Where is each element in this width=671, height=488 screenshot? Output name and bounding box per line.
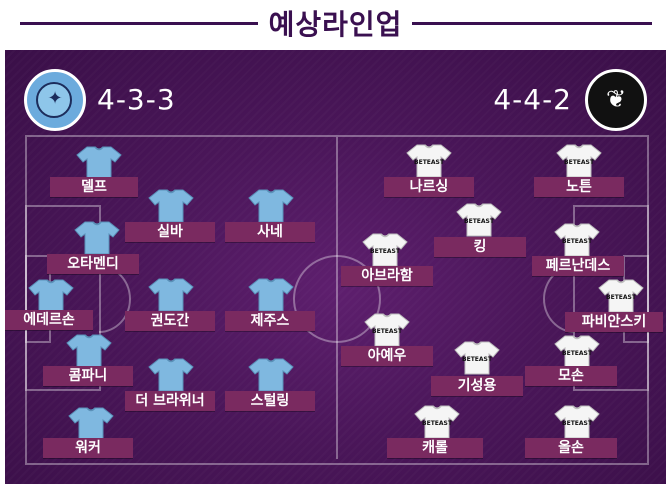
home-player-name: 에데르손 bbox=[5, 310, 93, 330]
page-title: 예상라인업 bbox=[268, 8, 403, 41]
svg-text:BETEAST: BETEAST bbox=[422, 420, 453, 427]
away-player-name: 캐롤 bbox=[387, 438, 483, 458]
player-kit-shirt-icon bbox=[67, 406, 115, 442]
home-player-name: 제주스 bbox=[225, 311, 315, 331]
player-kit-shirt-icon: BETEAST bbox=[555, 143, 603, 179]
away-player-name: 아예우 bbox=[341, 346, 433, 366]
svg-text:BETEAST: BETEAST bbox=[606, 294, 637, 301]
home-player-name: 워커 bbox=[43, 438, 133, 458]
away-player-name: 아브라함 bbox=[341, 266, 433, 286]
player-kit-shirt-icon: BETEAST bbox=[453, 340, 501, 376]
player-kit-shirt-icon: BETEAST bbox=[597, 278, 645, 314]
svg-text:BETEAST: BETEAST bbox=[462, 356, 493, 363]
away-player-name: 노튼 bbox=[534, 177, 624, 197]
away-formation: 4-4-2 bbox=[493, 83, 572, 116]
away-player-name: 킹 bbox=[434, 237, 526, 257]
away-player-name: 파비안스키 bbox=[565, 312, 663, 332]
player-kit-shirt-icon: BETEAST bbox=[413, 404, 461, 440]
player-kit-shirt-icon: BETEAST bbox=[363, 312, 411, 348]
player-kit-shirt-icon bbox=[73, 220, 121, 256]
home-player-name: 콤파니 bbox=[43, 366, 133, 386]
player-kit-shirt-icon bbox=[247, 188, 295, 224]
player-kit-shirt-icon: BETEAST bbox=[405, 143, 453, 179]
away-player-name: 기성용 bbox=[431, 376, 523, 396]
home-player-name: 스털링 bbox=[225, 391, 315, 411]
home-player-name: 실바 bbox=[125, 222, 215, 242]
player-kit-shirt-icon bbox=[147, 188, 195, 224]
home-player-name: 권도간 bbox=[125, 311, 215, 331]
player-kit-shirt-icon bbox=[147, 277, 195, 313]
player-kit-shirt-icon: BETEAST bbox=[553, 404, 601, 440]
home-player-name: 사네 bbox=[225, 222, 315, 242]
away-player-name: 나르싱 bbox=[384, 177, 474, 197]
home-player-name: 오타멘디 bbox=[47, 254, 139, 274]
player-kit-shirt-icon bbox=[247, 357, 295, 393]
player-kit-shirt-icon bbox=[27, 278, 75, 314]
svg-text:BETEAST: BETEAST bbox=[562, 350, 593, 357]
player-kit-shirt-icon bbox=[65, 333, 113, 369]
swansea-city-crest-icon: ❦ bbox=[585, 69, 647, 131]
manchester-city-crest-icon: ✦ bbox=[24, 69, 86, 131]
away-player-name: 페르난데스 bbox=[532, 256, 624, 276]
player-kit-shirt-icon: BETEAST bbox=[553, 334, 601, 370]
player-kit-shirt-icon: BETEAST bbox=[361, 232, 409, 268]
away-player-name: 모손 bbox=[525, 366, 617, 386]
header: 예상라인업 bbox=[0, 0, 671, 48]
svg-text:BETEAST: BETEAST bbox=[464, 218, 495, 225]
svg-text:BETEAST: BETEAST bbox=[562, 420, 593, 427]
player-kit-shirt-icon bbox=[247, 277, 295, 313]
home-formation: 4-3-3 bbox=[97, 83, 176, 116]
svg-text:BETEAST: BETEAST bbox=[564, 159, 595, 166]
svg-text:BETEAST: BETEAST bbox=[562, 238, 593, 245]
svg-text:BETEAST: BETEAST bbox=[372, 328, 403, 335]
player-kit-shirt-icon bbox=[147, 357, 195, 393]
player-kit-shirt-icon: BETEAST bbox=[553, 222, 601, 258]
header-line-right bbox=[412, 22, 652, 25]
player-kit-shirt-icon: BETEAST bbox=[455, 202, 503, 238]
header-line-left bbox=[20, 22, 258, 25]
svg-text:BETEAST: BETEAST bbox=[414, 159, 445, 166]
home-player-name: 델프 bbox=[50, 177, 138, 197]
centre-circle bbox=[293, 255, 381, 343]
home-player-name: 더 브라위너 bbox=[125, 391, 215, 411]
player-kit-shirt-icon bbox=[75, 145, 123, 181]
away-player-name: 올손 bbox=[525, 438, 617, 458]
svg-text:BETEAST: BETEAST bbox=[370, 248, 401, 255]
